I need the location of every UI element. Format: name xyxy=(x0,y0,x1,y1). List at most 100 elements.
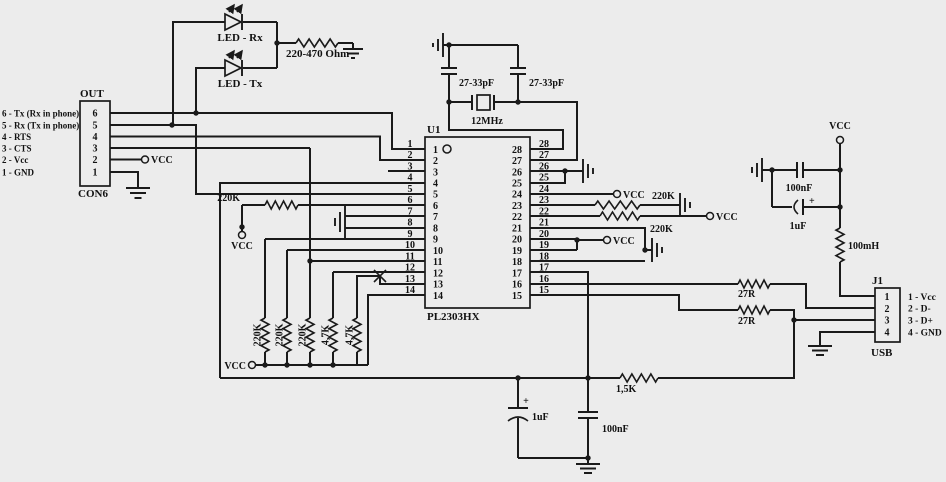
u1-pin-outside-right: 27 xyxy=(539,150,549,161)
resistor-col5 xyxy=(351,317,363,353)
u1-pin-inside-right: 20 xyxy=(512,235,522,246)
crystal-freq-label: 12MHz xyxy=(471,116,503,127)
led-arrow-icon xyxy=(225,49,235,61)
u1-pin-inside-right: 16 xyxy=(512,280,522,291)
u1-pin-outside-right: 23 xyxy=(539,195,549,206)
resistor-label: 220K xyxy=(298,323,309,346)
u1-pin-inside-left: 9 xyxy=(433,235,438,246)
cap-polarity: + xyxy=(809,196,815,207)
con6-signal: 6 - Tx (Rx in phone) xyxy=(2,109,79,119)
u1-pin-numbers: 1122334455667788991010111112121313141428… xyxy=(405,139,549,302)
u1-pin-inside-left: 14 xyxy=(433,291,443,302)
u1-pin-outside-left: 5 xyxy=(408,184,413,195)
usb-refdes: J1 xyxy=(872,275,883,287)
con6-pin: 3 xyxy=(93,144,98,155)
usb-connector xyxy=(874,287,901,343)
u1-pin-outside-right: 28 xyxy=(539,139,549,150)
ground-icon xyxy=(651,238,663,262)
usb-name: USB xyxy=(871,347,893,359)
u1-pin-inside-left: 12 xyxy=(433,268,443,279)
led-resistor-label: 220-470 Ohm xyxy=(286,48,349,60)
resistor-label: 27R xyxy=(738,316,756,327)
con6-signal: 2 - Vcc xyxy=(2,155,28,165)
ground-symbols xyxy=(126,33,832,474)
u1-pin-inside-left: 8 xyxy=(433,223,438,234)
u1-pin-outside-left: 9 xyxy=(408,229,413,240)
usb-signal: 2 - D- xyxy=(908,305,931,315)
resistor-label: 4,7K xyxy=(321,325,332,346)
vcc-label: VCC xyxy=(829,121,851,132)
resistor-pin6 xyxy=(264,199,299,211)
u1-pin-inside-right: 27 xyxy=(512,156,522,167)
ground-icon xyxy=(751,158,763,182)
led-tx-label: LED - Tx xyxy=(218,78,263,90)
ground-icon xyxy=(343,48,363,59)
ground-icon xyxy=(808,345,832,356)
usb-pin: 1 xyxy=(885,292,890,303)
u1-pin-outside-left: 1 xyxy=(408,139,413,150)
u1-pin-outside-left: 13 xyxy=(405,274,415,285)
u1-pin-outside-left: 10 xyxy=(405,240,415,251)
led-rx-label: LED - Rx xyxy=(217,32,263,44)
con6-signal: 1 - GND xyxy=(2,168,34,178)
resistor-label: 27R xyxy=(738,289,756,300)
cap-polarity: + xyxy=(523,396,529,407)
vcc-label: VCC xyxy=(231,241,253,252)
u1-pin-inside-left: 6 xyxy=(433,201,438,212)
u1-pin-outside-right: 22 xyxy=(539,206,549,217)
con6-pin: 2 xyxy=(93,155,98,166)
con6-pin: 1 xyxy=(93,168,98,179)
u1-pin-inside-left: 13 xyxy=(433,280,443,291)
resistor-col4 xyxy=(327,317,339,353)
resistor-col3 xyxy=(304,317,316,353)
u1-pin-outside-left: 6 xyxy=(408,195,413,206)
u1-pin-outside-right: 16 xyxy=(539,274,549,285)
con6-header: OUT xyxy=(80,88,105,100)
con6-pin: 6 xyxy=(93,109,98,120)
ground-icon xyxy=(582,159,594,183)
vcc-label: VCC xyxy=(716,212,738,223)
ground-icon xyxy=(679,193,691,217)
u1-pin-outside-left: 2 xyxy=(408,150,413,161)
ground-icon xyxy=(126,187,150,199)
con6-signal: 5 - Rx (Tx in phone) xyxy=(2,121,79,131)
u1-pin-outside-left: 12 xyxy=(405,263,415,274)
led-arrow-icon xyxy=(233,49,243,61)
cap-1uf-curve xyxy=(507,416,529,422)
inductor-label: 100mH xyxy=(848,241,879,252)
vcc-label: VCC xyxy=(623,190,645,201)
cap-label: 1uF xyxy=(532,412,549,423)
junction-dots xyxy=(169,40,843,461)
u1-pin-inside-right: 26 xyxy=(512,167,522,178)
con6-refdes: CON6 xyxy=(78,188,108,200)
u1-pin-inside-right: 23 xyxy=(512,201,522,212)
u1-pin-outside-left: 8 xyxy=(408,218,413,229)
ground-icon xyxy=(576,463,600,474)
u1-pin-inside-left: 5 xyxy=(433,190,438,201)
resistor-label: 1,5K xyxy=(616,384,637,395)
resistor-label: 220K xyxy=(253,323,264,346)
u1-pin-outside-right: 20 xyxy=(539,229,549,240)
u1-pin-inside-right: 15 xyxy=(512,291,522,302)
u1-pin-inside-left: 10 xyxy=(433,246,443,257)
led-arrow-icon xyxy=(233,3,243,15)
cap-label: 100nF xyxy=(786,183,813,194)
u1-pin-inside-right: 17 xyxy=(512,268,522,279)
u1-part-number: PL2303HX xyxy=(427,311,480,323)
usb-signal: 4 - GND xyxy=(908,329,942,339)
vcc-label: VCC xyxy=(224,361,246,372)
u1-pin-outside-right: 17 xyxy=(539,263,549,274)
cap-label: 100nF xyxy=(602,424,629,435)
resistors xyxy=(259,37,846,384)
usb-pin: 4 xyxy=(885,328,890,339)
vcc-label: VCC xyxy=(613,236,635,247)
cap-label: 27-33pF xyxy=(459,78,494,89)
u1-pin-inside-right: 18 xyxy=(512,257,522,268)
con6-signal: 3 - CTS xyxy=(2,144,32,154)
resistor-led xyxy=(295,37,339,49)
cap-label: 27-33pF xyxy=(529,78,564,89)
u1-pin-inside-right: 22 xyxy=(512,212,522,223)
u1-pin-inside-left: 11 xyxy=(433,257,442,268)
u1-pin-inside-left: 2 xyxy=(433,156,438,167)
